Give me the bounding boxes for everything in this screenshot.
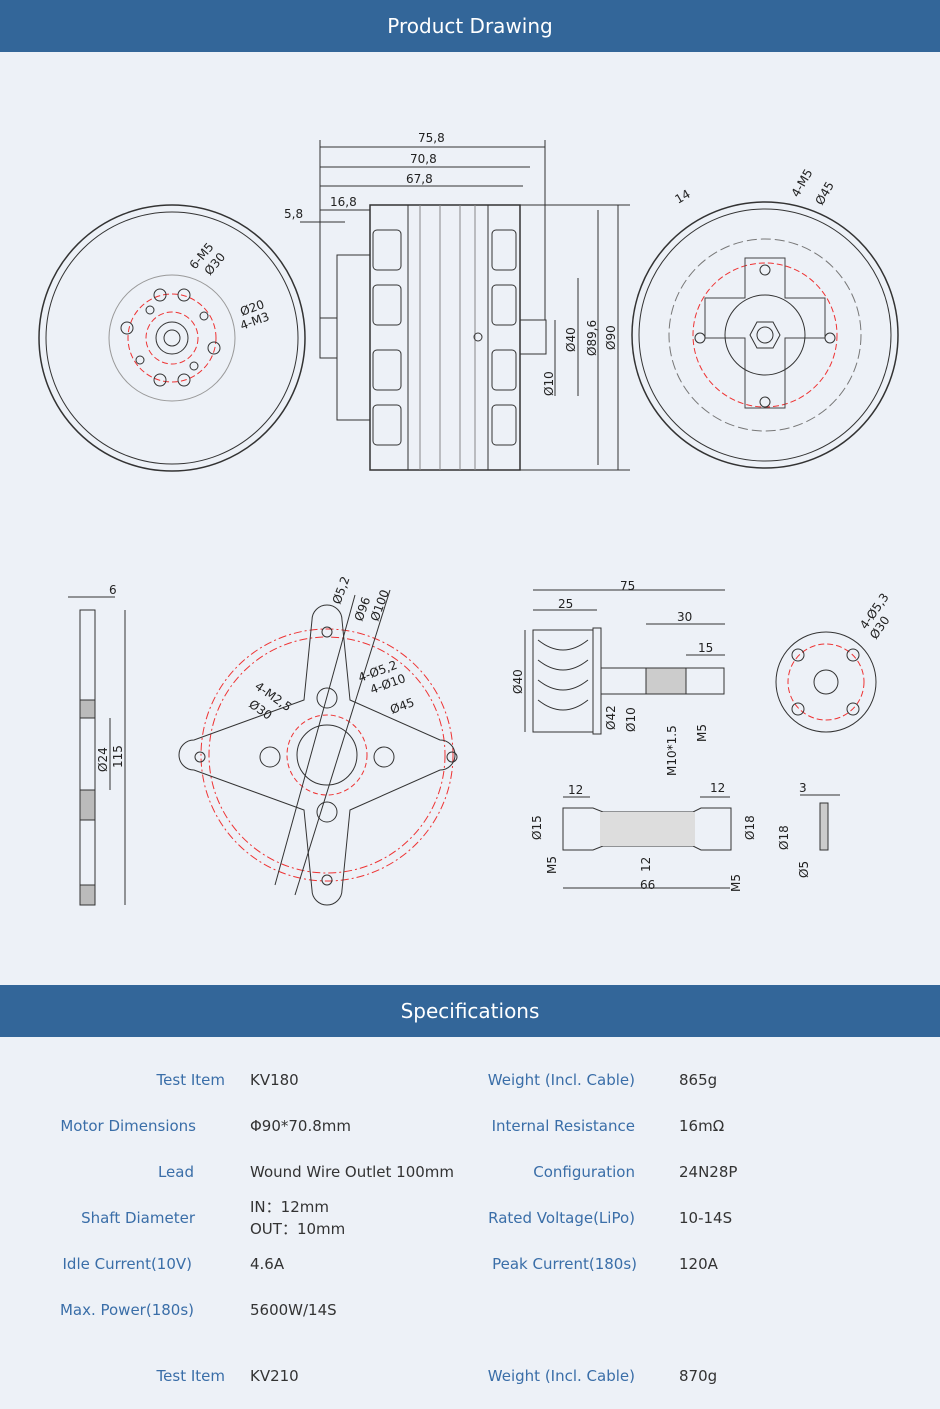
spec-label: Max. Power(180s) [59,1301,194,1319]
dim-label: Ø89,6 [585,320,599,356]
dim-label: Ø100 [368,588,392,623]
spec-row: Lead Wound Wire Outlet 100mm Configuratio… [0,1161,940,1205]
spec-label: Configuration [533,1163,635,1181]
rotor-shaft-side-view [524,589,725,735]
dim-label: Ø45 [388,695,416,717]
spec-label: Test Item [156,1071,225,1089]
dim-label: Ø40 [564,327,578,352]
dim-label: 30 [677,610,692,624]
dim-label: 75,8 [418,131,445,145]
dim-label: 6 [109,583,117,597]
dim-label: 75 [620,579,635,593]
dim-label: 25 [558,597,573,611]
dim-label: M5 [729,874,743,892]
dim-label: 3 [799,781,807,795]
dim-label: 14 [673,187,693,207]
spec-row: Motor Dimensions Φ90*70.8mm Internal Resi… [0,1115,940,1159]
dim-label: M5 [545,856,559,874]
spec-label: Weight (Incl. Cable) [487,1367,635,1385]
dim-label: M5 [695,724,709,742]
spec-value: OUT：10mm [250,1220,346,1238]
dim-label: 115 [111,745,125,768]
rear-view-motor [631,201,899,469]
spec-label: Motor Dimensions [60,1117,196,1135]
spec-value: 5600W/14S [250,1301,337,1319]
dim-label: Ø40 [511,669,525,694]
spec-value: 10-14S [679,1209,733,1227]
spec-value: KV210 [250,1367,299,1385]
side-view-motor [300,140,630,471]
spec-label: Test Item [156,1367,225,1385]
section-title: Specifications [400,999,540,1023]
dim-label: Ø18 [743,815,757,840]
spec-value: 24N28P [679,1163,738,1181]
spec-row: Test Item KV210 Weight (Incl. Cable) 870g [0,1365,940,1409]
mount-plate-side-view [68,596,126,906]
spec-label: Peak Current(180s) [492,1255,637,1273]
spec-label: Lead [157,1163,194,1181]
front-view-mount [38,204,306,472]
spec-value: Φ90*70.8mm [250,1117,352,1135]
spec-value: IN：12mm [250,1198,329,1216]
spec-row: Shaft Diameter IN：12mm OUT：10mm Rated Vo… [0,1198,940,1251]
adapter-disc-front-view [775,631,877,733]
spec-label: Weight (Incl. Cable) [487,1071,635,1089]
spec-label: Idle Current(10V) [62,1255,193,1273]
dim-label: Ø90 [604,325,618,350]
spec-value: 120A [679,1255,718,1273]
dim-label: Ø5 [797,861,811,878]
spec-label: Rated Voltage(LiPo) [488,1209,635,1227]
spec-row: Idle Current(10V) 4.6A Peak Current(180s)… [0,1253,940,1297]
spec-label: Internal Resistance [491,1117,635,1135]
spec-label: Shaft Diameter [81,1209,195,1227]
spec-value: 16mΩ [679,1117,725,1135]
dim-label: 12 [639,857,653,872]
dim-label: Ø42 [604,705,618,730]
dim-label: M10*1.5 [665,725,679,776]
dim-label: 16,8 [330,195,357,209]
dim-label: Ø10 [542,371,556,396]
spec-value: 865g [679,1071,718,1089]
dim-label: Ø18 [777,825,791,850]
dim-label: 66 [640,878,655,892]
dim-label: 12 [568,783,583,797]
product-drawing-header: Product Drawing [0,0,940,52]
spec-value: KV180 [250,1071,299,1089]
dim-label: 67,8 [406,172,433,186]
dim-label: 5,8 [284,207,303,221]
dim-label: Ø10 [624,707,638,732]
spec-value: 4.6A [250,1255,285,1273]
dim-label: 12 [710,781,725,795]
dim-label: Ø24 [96,747,110,772]
specifications-header: Specifications [0,985,940,1037]
dim-label: 4-M5 [788,167,815,200]
product-technical-drawing: 75,8 70,8 67,8 16,8 5,8 Ø40 Ø89,6 Ø90 Ø1… [38,131,899,906]
dim-label: 70,8 [410,152,437,166]
spec-row: Max. Power(180s) 5600W/14S [0,1299,940,1343]
dim-label: 15 [698,641,713,655]
spec-value: 870g [679,1367,718,1385]
section-title: Product Drawing [387,14,553,38]
dim-label: Ø15 [530,815,544,840]
x-mount-front-view [178,589,458,906]
spec-row: Test Item KV180 Weight (Incl. Cable) 865g [0,1069,940,1113]
spec-value: Wound Wire Outlet 100mm [250,1163,455,1181]
dim-label: Ø45 [812,179,836,207]
lower-shaft-side-view [562,794,840,889]
dim-label: Ø5,2 [330,574,353,606]
